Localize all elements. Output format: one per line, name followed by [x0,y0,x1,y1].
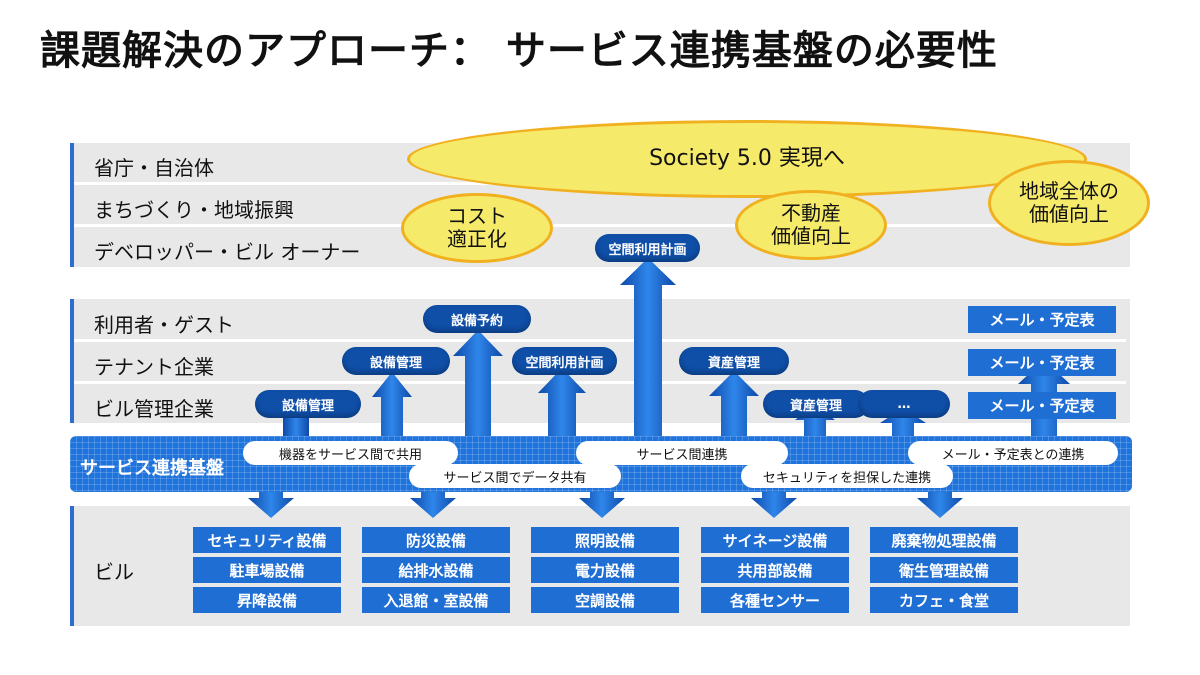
realestate-oval: 不動産 価値向上 [735,190,887,260]
equipment-disaster: 防災設備 [362,527,510,553]
down-arrow-col2 [410,490,456,518]
pill-equipment-mgmt-a: 設備管理 [255,390,361,418]
tag-data-share: サービス間でデータ共有 [409,464,621,488]
equipment-power: 電力設備 [531,557,679,583]
tag-mail-link: メール・予定表との連携 [908,441,1118,465]
equipment-sensors: 各種センサー [701,587,849,613]
page-title: 課題解決のアプローチ： サービス連携基盤の必要性 [40,28,998,74]
society-oval: Society 5.0 実現へ [407,120,1087,198]
mail-schedule-facility: メール・予定表 [968,392,1116,419]
up-arrow-ellipsis [880,408,926,437]
row-label-building: ビル [94,560,134,584]
pill-asset-mgmt-b: 資産管理 [763,390,869,418]
tag-service-link: サービス間連携 [576,441,788,465]
pill-equipment-mgmt-b: 設備管理 [342,347,450,375]
equipment-lighting: 照明設備 [531,527,679,553]
equipment-signage: サイネージ設備 [701,527,849,553]
band-separator [74,339,1126,342]
pill-space-plan-mid: 空間利用計画 [512,347,617,375]
equipment-elevator: 昇降設備 [193,587,341,613]
up-arrow-asset-a [709,371,759,437]
equipment-cafe: カフェ・食堂 [870,587,1018,613]
band-separator [74,381,1126,384]
up-arrow-reservation [453,330,503,437]
equipment-security: セキュリティ設備 [193,527,341,553]
row-label-community: まちづくり・地域振興 [94,198,294,222]
down-arrow-col1 [248,490,294,518]
row-label-developer: デベロッパー・ビル オーナー [94,240,361,264]
up-arrow-space-top [620,258,676,437]
equipment-common-area: 共用部設備 [701,557,849,583]
row-label-tenant: テナント企業 [94,355,214,379]
mail-schedule-guest: メール・予定表 [968,306,1116,333]
pill-ellipsis: … [858,390,950,418]
mail-schedule-tenant: メール・予定表 [968,349,1116,376]
up-arrow-equipment-mgmt-b [372,372,412,437]
tag-secure-link: セキュリティを担保した連携 [741,464,953,488]
service-platform-label: サービス連携基盤 [80,458,224,479]
row-label-government: 省庁・自治体 [94,156,214,180]
row-label-facility-mgmt: ビル管理企業 [94,397,214,421]
equipment-parking: 駐車場設備 [193,557,341,583]
equipment-sanitation: 衛生管理設備 [870,557,1018,583]
pill-equipment-reservation: 設備予約 [423,305,531,333]
cost-oval: コスト 適正化 [401,193,553,263]
down-arrow-col3 [579,490,625,518]
down-arrow-col4 [751,490,797,518]
region-oval: 地域全体の 価値向上 [988,160,1150,246]
equipment-waste: 廃棄物処理設備 [870,527,1018,553]
equipment-hvac: 空調設備 [531,587,679,613]
up-arrow-space-mid [538,368,586,437]
row-label-guest: 利用者・ゲスト [94,313,234,337]
down-arrow-col5 [917,490,963,518]
equipment-water: 給排水設備 [362,557,510,583]
band-separator [74,224,1126,227]
pill-asset-mgmt-a: 資産管理 [679,347,789,375]
pill-space-plan-top: 空間利用計画 [595,234,700,262]
tag-share-equipment: 機器をサービス間で共用 [243,441,458,465]
equipment-access: 入退館・室設備 [362,587,510,613]
